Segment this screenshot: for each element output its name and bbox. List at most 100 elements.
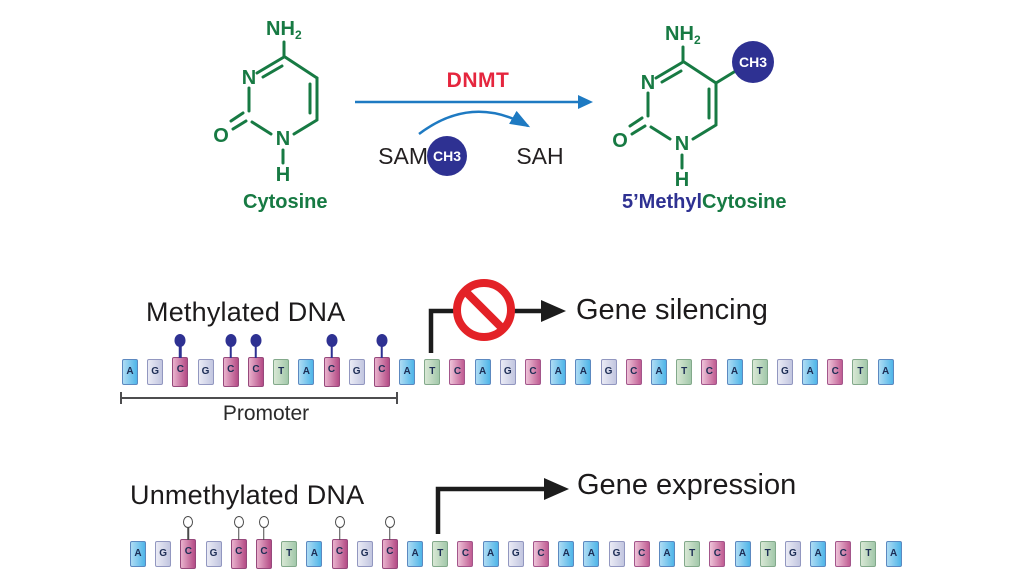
sequence-slot: C xyxy=(709,541,726,567)
base-tile-a: A xyxy=(558,541,575,567)
methylcytosine-label-prefix: 5’Methyl xyxy=(622,191,703,213)
methyl-mark-icon xyxy=(250,334,262,358)
base-tile-c: C xyxy=(457,541,474,567)
base-tile-a: A xyxy=(306,541,323,567)
base-tile-g: G xyxy=(356,541,373,567)
sequence-slot: G xyxy=(600,359,617,385)
base-tile-a: A xyxy=(575,359,592,385)
base-tile-a: A xyxy=(734,541,751,567)
sequence-slot: A xyxy=(877,359,894,385)
unmethylated-dna-title: Unmethylated DNA xyxy=(130,480,365,510)
base-tile-a: A xyxy=(122,359,138,385)
unmethylated-site-icon xyxy=(233,516,245,540)
methyl-mark-icon xyxy=(326,334,338,358)
base-tile-t: T xyxy=(852,359,869,385)
methyl-mark-icon xyxy=(376,334,388,358)
base-tile-c: C xyxy=(230,539,247,569)
sequence-slot: A xyxy=(306,541,323,567)
methyl-mark-icon xyxy=(225,334,237,358)
base-tile-c: C xyxy=(525,359,541,385)
base-tile-a: A xyxy=(298,359,315,385)
methylcytosine-label-suffix: Cytosine xyxy=(702,191,787,213)
cytosine-structure xyxy=(229,40,319,165)
base-tile-t: T xyxy=(424,359,441,385)
amine-label: NH xyxy=(266,18,295,40)
prohibition-icon xyxy=(453,279,515,341)
promoter-label: Promoter xyxy=(222,402,310,425)
n1-atom: N xyxy=(276,128,290,150)
base-tile-c: C xyxy=(172,357,189,387)
sequence-slot: A xyxy=(399,359,416,385)
sam-sah-arrow: SAM SAH CH3 xyxy=(378,110,564,176)
sequence-slot: C xyxy=(525,359,541,385)
methyl-mark-icon xyxy=(174,334,186,358)
base-tile-t: T xyxy=(759,541,776,567)
base-tile-a: A xyxy=(399,359,416,385)
sequence-slot: A xyxy=(550,359,567,385)
sequence-slot: G xyxy=(348,359,365,385)
base-tile-g: G xyxy=(197,359,214,385)
sequence-slot: G xyxy=(155,541,172,567)
sequence-slot: A xyxy=(658,541,675,567)
base-tile-t: T xyxy=(281,541,298,567)
amine-label: NH xyxy=(665,23,694,45)
sequence-slot: C xyxy=(172,357,189,387)
substrate-label: SAM xyxy=(378,143,428,169)
sequence-slot: C xyxy=(381,539,398,569)
sequence-slot: C xyxy=(180,539,197,569)
sequence-slot: A xyxy=(558,541,575,567)
base-tile-a: A xyxy=(658,541,675,567)
sequence-slot: A xyxy=(575,359,592,385)
cytosine-atom-labels: NH 2 N O N H xyxy=(213,18,302,186)
arrowhead-icon xyxy=(541,300,566,322)
sequence-slot: A xyxy=(810,541,827,567)
n1-atom: N xyxy=(675,133,689,155)
base-tile-a: A xyxy=(885,541,902,567)
sequence-slot: T xyxy=(676,359,693,385)
sequence-slot: C xyxy=(835,541,852,567)
methylated-dna-title: Methylated DNA xyxy=(146,297,346,327)
methylcytosine-structure xyxy=(628,45,736,170)
amine-subscript: 2 xyxy=(295,28,302,42)
sequence-slot: T xyxy=(273,359,290,385)
transcription-arrow-active xyxy=(435,478,569,534)
gene-silencing-label: Gene silencing xyxy=(576,294,768,326)
sequence-slot: T xyxy=(751,359,768,385)
base-tile-c: C xyxy=(625,359,642,385)
base-tile-g: G xyxy=(784,541,801,567)
reaction-arrow: DNMT xyxy=(355,69,593,109)
sequence-slot: G xyxy=(197,359,214,385)
sequence-slot: C xyxy=(633,541,650,567)
base-tile-g: G xyxy=(600,359,617,385)
sequence-slot: A xyxy=(650,359,667,385)
sequence-slot: G xyxy=(205,541,222,567)
base-tile-a: A xyxy=(650,359,667,385)
base-tile-a: A xyxy=(726,359,743,385)
base-tile-a: A xyxy=(482,541,499,567)
product-label: SAH xyxy=(516,143,563,169)
base-tile-g: G xyxy=(155,541,172,567)
h-atom: H xyxy=(675,169,689,191)
base-tile-c: C xyxy=(633,541,650,567)
sequence-slot: C xyxy=(222,357,239,387)
base-tile-t: T xyxy=(273,359,290,385)
base-tile-a: A xyxy=(810,541,827,567)
sequence-slot: T xyxy=(281,541,298,567)
base-tile-a: A xyxy=(802,359,819,385)
sequence-slot: C xyxy=(827,359,844,385)
sequence-slot: C xyxy=(449,359,466,385)
base-tile-a: A xyxy=(583,541,600,567)
methyl-group-label: CH3 xyxy=(739,54,767,70)
sequence-slot: G xyxy=(776,359,793,385)
base-tile-g: G xyxy=(348,359,365,385)
sequence-slot: A xyxy=(407,541,424,567)
base-tile-a: A xyxy=(407,541,424,567)
o-atom: O xyxy=(213,125,229,147)
base-tile-c: C xyxy=(709,541,726,567)
sequence-slot: C xyxy=(230,539,247,569)
base-tile-c: C xyxy=(827,359,844,385)
sequence-slot: C xyxy=(255,539,272,569)
